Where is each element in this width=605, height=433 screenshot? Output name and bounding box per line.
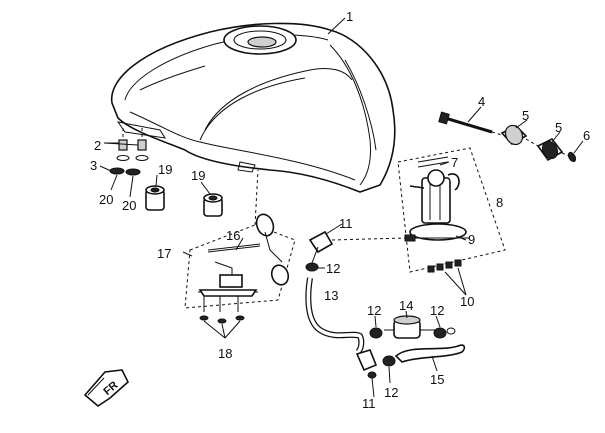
callout-9: 9 <box>468 232 475 247</box>
hose-clamp-mid-right <box>433 327 456 339</box>
callout-12-lower: 12 <box>384 385 398 400</box>
fuel-hose-upper-fitting <box>308 230 406 254</box>
tank-mount-bolts <box>109 128 149 176</box>
callout-12-mid-left: 12 <box>367 303 381 318</box>
hose-clamp-lower <box>382 355 396 367</box>
callout-20-right: 20 <box>122 198 136 213</box>
hose-clamp-upper <box>305 246 319 272</box>
callout-1: 1 <box>346 9 353 24</box>
callout-8: 8 <box>496 195 503 210</box>
callout-12-upper: 12 <box>326 261 340 276</box>
bushing-1 <box>500 124 528 146</box>
callout-17: 17 <box>157 246 171 261</box>
callout-6: 6 <box>583 128 590 143</box>
rubber-damper-right <box>203 193 223 217</box>
front-direction-arrow-icon: FR <box>83 369 129 407</box>
callout-16: 16 <box>226 228 240 243</box>
callout-19-right: 19 <box>191 168 205 183</box>
callout-5-second: 5 <box>555 120 562 135</box>
callout-20-left: 20 <box>99 192 113 207</box>
callout-4: 4 <box>478 94 485 109</box>
fuel-pump-assembly <box>397 147 506 273</box>
fuel-tank <box>110 22 396 193</box>
callout-11-upper: 11 <box>339 216 353 231</box>
callout-13: 13 <box>324 288 338 303</box>
mount-bolt <box>438 111 506 137</box>
rubber-damper-left <box>145 185 165 211</box>
circlip <box>561 151 577 163</box>
callout-3: 3 <box>90 158 97 173</box>
fuel-hose-main <box>305 277 365 355</box>
callout-11-lower: 11 <box>362 396 376 411</box>
hose-clamp-mid-left <box>369 327 383 339</box>
callout-19-left: 19 <box>158 162 172 177</box>
bushing-2 <box>525 137 564 162</box>
callout-2: 2 <box>94 138 101 153</box>
fuel-hose-lower-fitting <box>355 349 378 379</box>
fuel-level-sensor-assembly <box>184 169 296 324</box>
callout-7: 7 <box>451 155 458 170</box>
callout-14: 14 <box>399 298 413 313</box>
callout-18: 18 <box>218 346 232 361</box>
callout-12-mid-right: 12 <box>430 303 444 318</box>
pump-connectors <box>427 259 462 273</box>
callout-labels: 1 2 3 20 20 19 19 4 5 5 6 7 8 9 10 11 12… <box>90 9 590 411</box>
callout-10: 10 <box>460 294 474 309</box>
fuel-hose-short <box>394 344 466 363</box>
fuel-filter <box>384 315 436 339</box>
callout-5-first: 5 <box>522 108 529 123</box>
callout-15: 15 <box>430 372 444 387</box>
leader-lines <box>99 17 584 398</box>
